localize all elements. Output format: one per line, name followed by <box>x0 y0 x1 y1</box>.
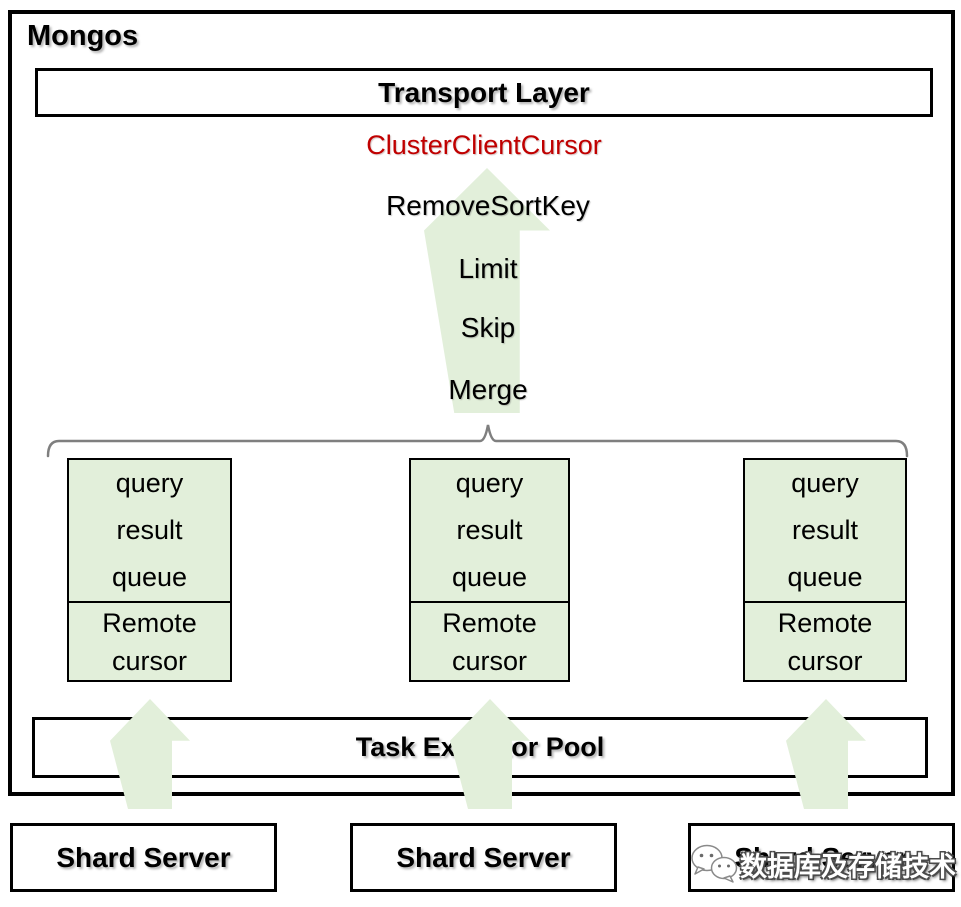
shard-server-label: Shard Server <box>734 841 909 873</box>
queue-line: query <box>791 468 859 498</box>
cursor-line: Remote <box>102 607 197 638</box>
query-result-queue-section: query result queue <box>745 460 905 603</box>
query-result-queue-box-1: query result queue Remote cursor <box>67 458 232 682</box>
stage-merge: Merge <box>448 374 528 405</box>
cursor-line: cursor <box>451 645 527 676</box>
stage-skip: Skip <box>460 312 516 343</box>
cursor-line: cursor <box>111 645 187 676</box>
mongos-title: Mongos <box>27 20 139 52</box>
stage-limit: Limit <box>458 253 518 284</box>
query-result-queue-box-2: query result queue Remote cursor <box>409 458 570 682</box>
query-result-queue-section: query result queue <box>69 460 230 603</box>
remote-cursor-section: Remote cursor <box>411 603 568 680</box>
queue-line: result <box>791 515 859 545</box>
cursor-line: cursor <box>787 645 863 676</box>
queue-line: queue <box>111 562 188 592</box>
remote-cursor-section: Remote cursor <box>745 603 905 680</box>
shard-server-box-1: Shard Server <box>10 823 277 892</box>
remote-cursor-section: Remote cursor <box>69 603 230 680</box>
queue-line: query <box>115 468 184 498</box>
queue-line: queue <box>451 562 528 592</box>
queue-line: result <box>456 515 523 545</box>
shard-server-box-2: Shard Server <box>350 823 617 892</box>
merge-brace <box>46 424 909 458</box>
cursor-line: Remote <box>442 607 537 638</box>
transport-layer-box: Transport Layer <box>35 68 933 117</box>
query-result-queue-section: query result queue <box>411 460 568 603</box>
cluster-client-cursor-label: ClusterClientCursor <box>366 130 602 160</box>
cursor-line: Remote <box>777 607 873 638</box>
queue-line: queue <box>787 562 863 592</box>
shard-server-box-3: Shard Server <box>688 823 955 892</box>
query-result-queue-box-3: query result queue Remote cursor <box>743 458 907 682</box>
shard-server-label: Shard Server <box>56 841 231 873</box>
stage-remove-sort-key: RemoveSortKey <box>386 190 590 221</box>
shard-server-label: Shard Server <box>396 841 571 873</box>
queue-line: query <box>455 468 524 498</box>
queue-line: result <box>116 515 183 545</box>
transport-layer-label: Transport Layer <box>378 76 590 108</box>
